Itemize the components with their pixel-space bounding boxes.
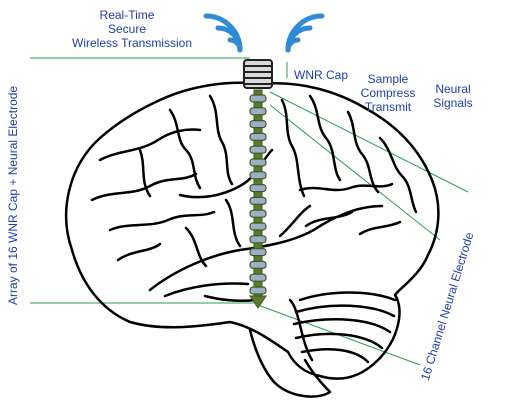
process-line-2: Compress: [360, 86, 416, 100]
transmission-label: Real-Time Secure Wireless Transmission: [72, 8, 193, 50]
wireless-signal-left-icon: [203, 13, 243, 53]
process-line-3: Transmit: [364, 100, 412, 114]
electrode-contact: [249, 145, 267, 154]
neural-electrode: [249, 89, 267, 309]
transmission-line-2: Secure: [107, 22, 147, 36]
electrode-contact: [249, 158, 267, 167]
wireless-signal-right-icon: [285, 13, 325, 53]
electrode-contact: [249, 184, 267, 193]
electrode-contact: [249, 132, 267, 141]
transmission-line-3: Wireless Transmission: [72, 36, 193, 50]
process-label: Sample Compress Transmit: [358, 72, 418, 114]
electrode-contact: [249, 94, 267, 103]
process-line-1: Sample: [367, 72, 409, 86]
neural-signals-label: Neural Signals: [428, 82, 478, 110]
neural-signals-line-1: Neural: [435, 82, 471, 96]
electrode-contact: [249, 107, 267, 116]
electrode-contact: [249, 222, 267, 231]
transmission-line-1: Real-Time: [99, 8, 155, 22]
electrode-contact: [249, 196, 267, 205]
electrode-contact: [249, 286, 267, 295]
electrode-contact: [249, 248, 267, 257]
electrode-contact: [249, 235, 267, 244]
electrode-contacts: [249, 94, 267, 295]
electrode-contact: [249, 260, 267, 269]
electrode-contact: [249, 209, 267, 218]
array-caption: Array of 16 WNR Cap + Neural Electrode: [6, 85, 20, 305]
electrode-contact: [249, 171, 267, 180]
electrode-contact: [249, 119, 267, 129]
wnr-cap-label: WNR Cap: [294, 68, 349, 82]
neural-signals-line-2: Signals: [433, 96, 473, 110]
wnr-cap-icon: [243, 59, 273, 89]
electrode-contact: [249, 273, 267, 282]
